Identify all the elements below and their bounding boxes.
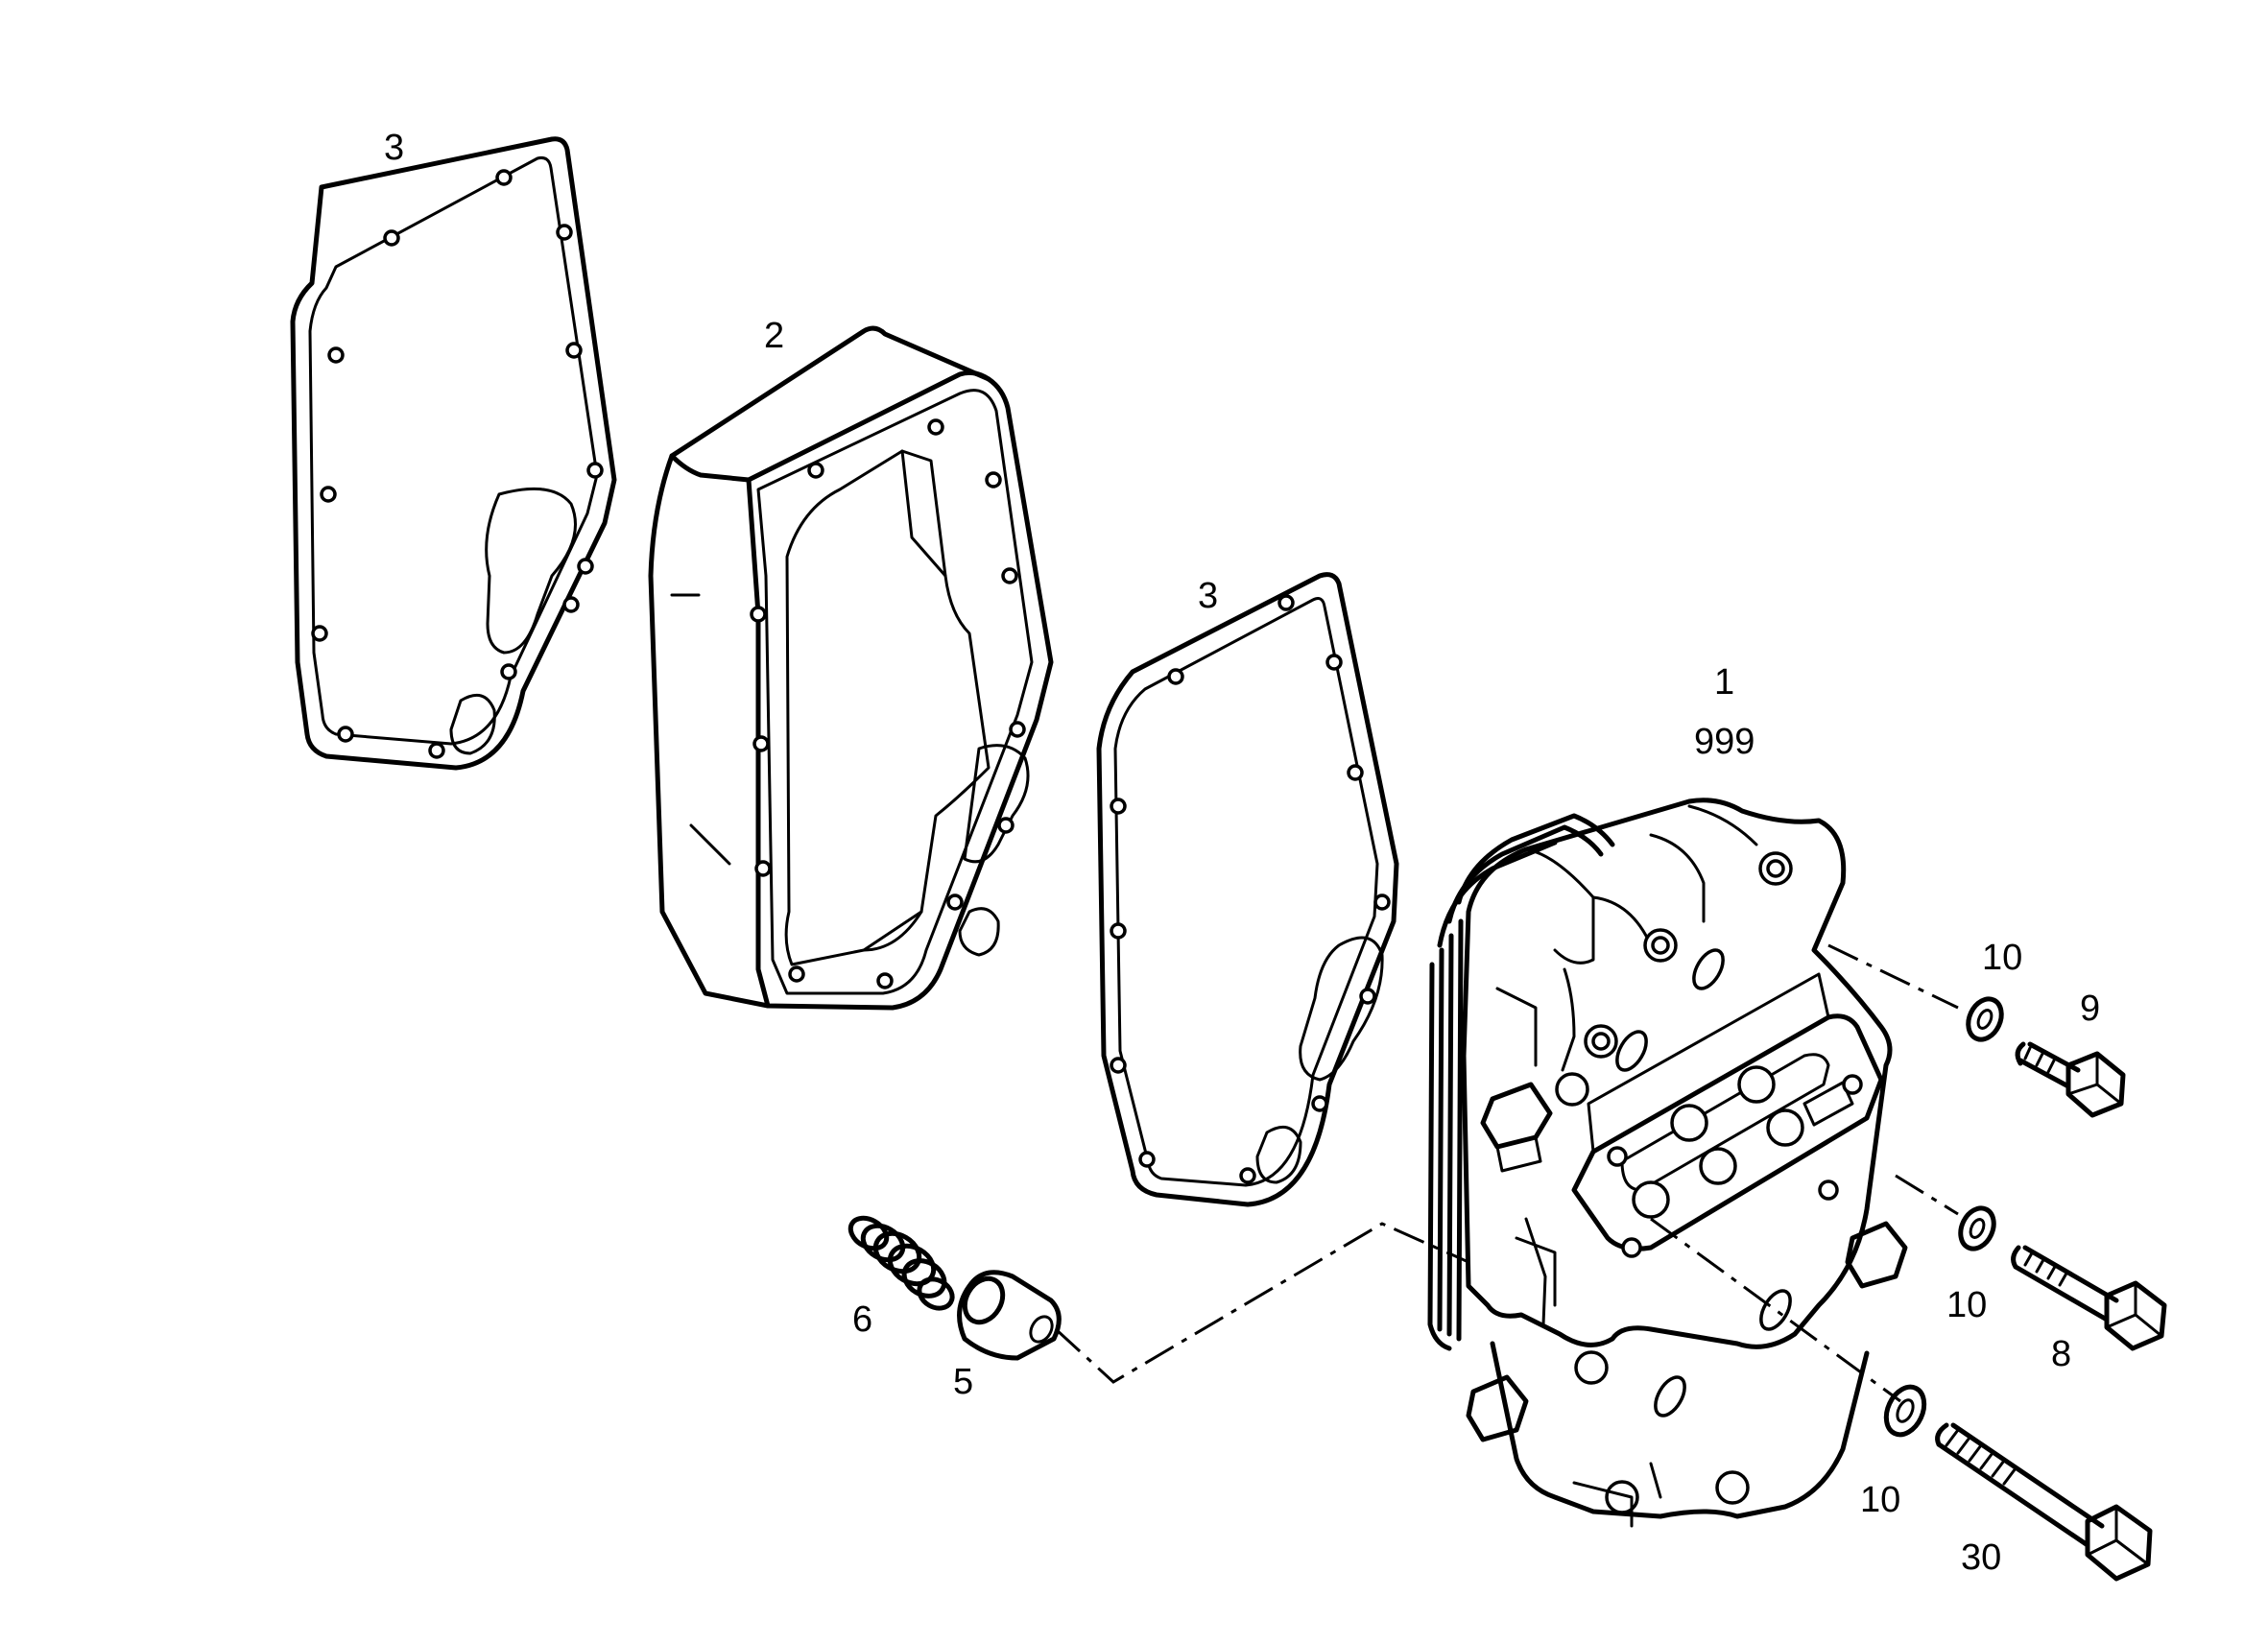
plunger [957, 1270, 1062, 1361]
callout-cover-item: 1 [1714, 662, 1734, 703]
callout-plunger: 5 [953, 1362, 973, 1402]
gasket-middle [1096, 572, 1399, 1207]
bolt-medium [2011, 1245, 2167, 1351]
callout-cover-code: 999 [1694, 722, 1755, 762]
callout-gasket-left: 3 [384, 128, 404, 168]
washer-top [1966, 996, 2004, 1042]
bolt-long [1935, 1422, 2153, 1582]
leader-lines [1054, 943, 1959, 1403]
spacer-housing [648, 325, 1054, 1011]
washer-middle [1958, 1205, 1996, 1251]
callout-washer-bottom: 10 [1860, 1480, 1900, 1520]
callout-washer-middle: 10 [1946, 1285, 1987, 1325]
callout-spring: 6 [852, 1299, 872, 1340]
callout-bolt-medium: 8 [2051, 1334, 2071, 1374]
callout-bolt-short: 9 [2080, 989, 2100, 1029]
callout-washer-top: 10 [1982, 938, 2022, 978]
gasket-left [290, 136, 617, 771]
callout-bolt-long: 30 [1961, 1537, 2001, 1578]
bolt-short [2015, 1041, 2126, 1118]
callout-gasket-middle: 3 [1198, 576, 1218, 616]
spring [848, 1215, 955, 1311]
washer-bottom [1883, 1384, 1927, 1438]
cooler-cover [1427, 798, 1908, 1528]
callout-labels: 3 2 3 1 999 10 9 10 8 10 30 6 5 [384, 128, 2100, 1578]
callout-spacer: 2 [764, 316, 784, 356]
